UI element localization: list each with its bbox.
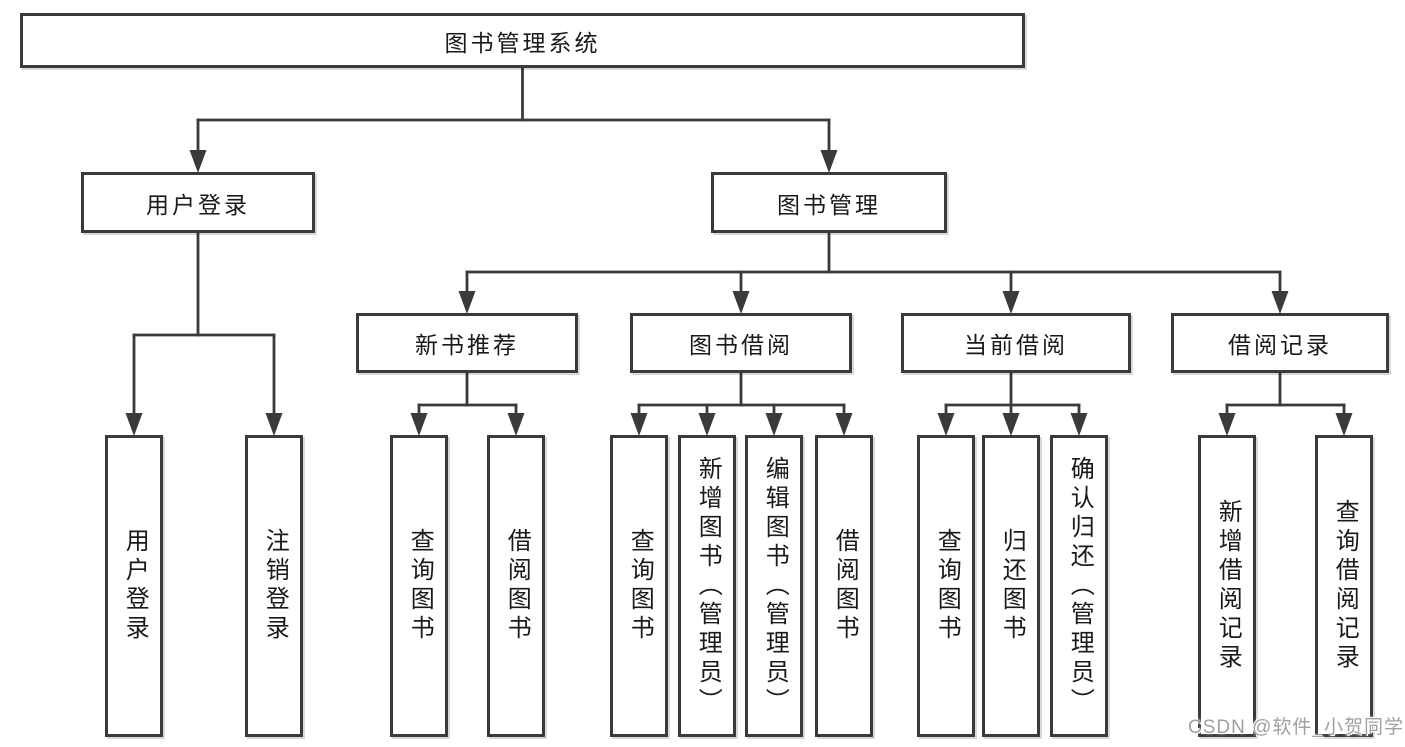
leaf-edit-book-admin: 编辑图书（管理员）	[745, 435, 803, 737]
leaf-borrow-book-recommend-label: 借阅图书	[503, 528, 531, 644]
node-borrow-records-label: 借阅记录	[1228, 332, 1332, 358]
leaf-edit-book-admin-label: 编辑图书（管理员）	[761, 455, 789, 717]
watermark: CSDN @软件_小贺同学	[1188, 717, 1404, 738]
leaf-borrow-book-label: 借阅图书	[831, 528, 859, 644]
leaf-logout: 注销登录	[245, 435, 303, 737]
leaf-query-borrow-record: 查询借阅记录	[1315, 435, 1373, 737]
node-user-login: 用户登录	[81, 172, 315, 233]
leaf-borrow-book-recommend: 借阅图书	[487, 435, 545, 737]
leaf-query-books-current-label: 查询图书	[933, 528, 961, 644]
leaf-query-books-borrow-label: 查询图书	[626, 528, 654, 644]
leaf-user-login: 用户登录	[105, 435, 163, 737]
leaf-query-books-recommend-label: 查询图书	[406, 528, 434, 644]
node-current-borrow: 当前借阅	[901, 313, 1131, 373]
node-root: 图书管理系统	[20, 13, 1025, 68]
node-book-borrow: 图书借阅	[630, 313, 852, 373]
node-root-label: 图书管理系统	[444, 29, 601, 56]
leaf-return-book-label: 归还图书	[998, 528, 1026, 644]
leaf-query-borrow-record-label: 查询借阅记录	[1331, 499, 1359, 673]
leaf-add-borrow-record: 新增借阅记录	[1198, 435, 1256, 737]
leaf-logout-label: 注销登录	[261, 528, 289, 644]
node-book-borrow-label: 图书借阅	[689, 332, 793, 358]
leaf-add-book-admin-label: 新增图书（管理员）	[694, 455, 722, 717]
node-user-login-label: 用户登录	[146, 191, 250, 218]
node-borrow-records: 借阅记录	[1171, 313, 1389, 373]
node-book-management: 图书管理	[711, 172, 947, 233]
leaf-return-book: 归还图书	[982, 435, 1040, 737]
leaf-confirm-return-admin: 确认归还（管理员）	[1050, 435, 1108, 737]
leaf-user-login-label: 用户登录	[121, 528, 149, 644]
leaf-confirm-return-admin-label: 确认归还（管理员）	[1066, 455, 1094, 717]
node-current-borrow-label: 当前借阅	[964, 332, 1068, 358]
node-new-book-recommend: 新书推荐	[356, 313, 578, 373]
leaf-query-books-recommend: 查询图书	[390, 435, 448, 737]
leaf-borrow-book: 借阅图书	[815, 435, 873, 737]
leaf-query-books-current: 查询图书	[917, 435, 975, 737]
leaf-add-borrow-record-label: 新增借阅记录	[1214, 499, 1242, 673]
leaf-query-books-borrow: 查询图书	[610, 435, 668, 737]
leaf-add-book-admin: 新增图书（管理员）	[678, 435, 736, 737]
node-book-management-label: 图书管理	[777, 191, 881, 218]
node-new-book-recommend-label: 新书推荐	[415, 332, 519, 358]
